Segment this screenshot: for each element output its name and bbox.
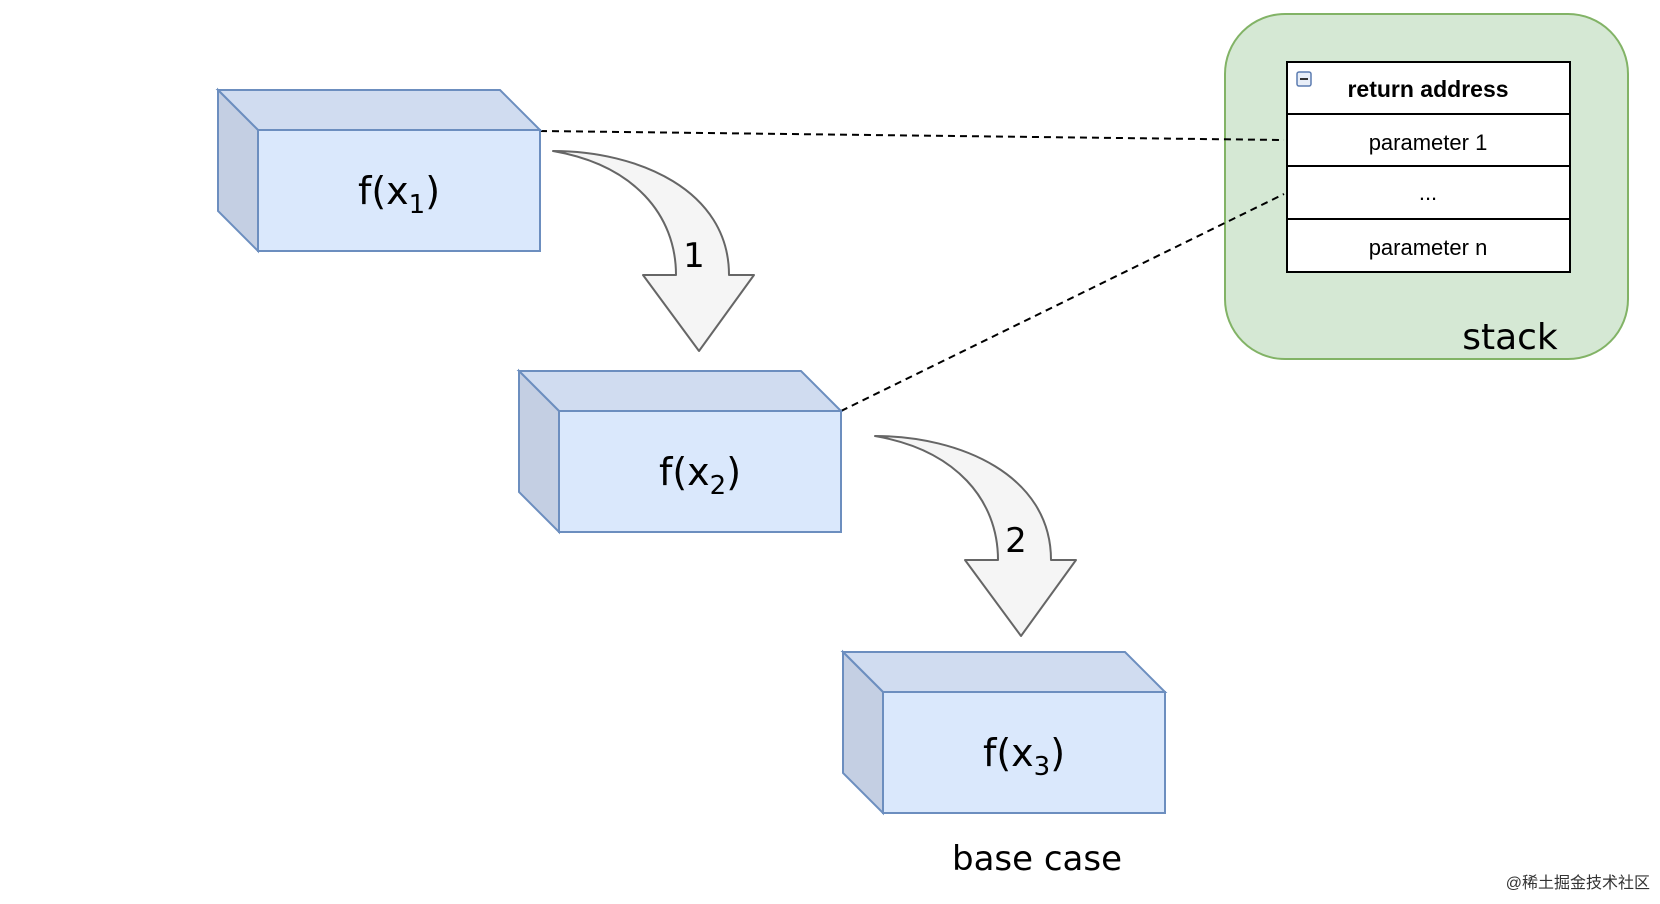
function-label-f-x3: f(x3) [983,731,1065,782]
arrow-label-1: 1 [683,236,705,276]
connector-f1-to-stack [539,130,1285,141]
minus-square-icon[interactable] [1296,71,1312,87]
subscript-3: 3 [1034,752,1051,782]
function-box-f-x2: f(x2) [516,368,844,535]
stack-header-return-address: return address [1347,76,1508,102]
stack-frame-table: return address parameter 1 ... parameter… [1286,61,1571,273]
arrow-label-2: 2 [1005,521,1027,561]
function-label-f-x2: f(x2) [659,450,741,501]
watermark: @稀土掘金技术社区 [1506,874,1650,892]
connector-f2-to-stack [840,193,1285,412]
function-label-f-x1: f(x1) [358,169,440,220]
base-case-label: base case [952,839,1122,879]
curved-arrow-2: 2 [874,435,1077,637]
curved-arrow-1: 1 [552,150,755,352]
stack-row-ellipsis: ... [1419,180,1437,205]
subscript-1: 1 [409,190,426,220]
stack-container: return address parameter 1 ... parameter… [1224,13,1629,360]
stack-label: stack [1462,317,1558,358]
function-box-f-x3: f(x3) [840,649,1168,816]
function-box-f-x1: f(x1) [215,87,543,254]
stack-row-parameter-1: parameter 1 [1369,130,1488,155]
subscript-2: 2 [710,471,727,501]
stack-row-parameter-n: parameter n [1369,235,1488,260]
